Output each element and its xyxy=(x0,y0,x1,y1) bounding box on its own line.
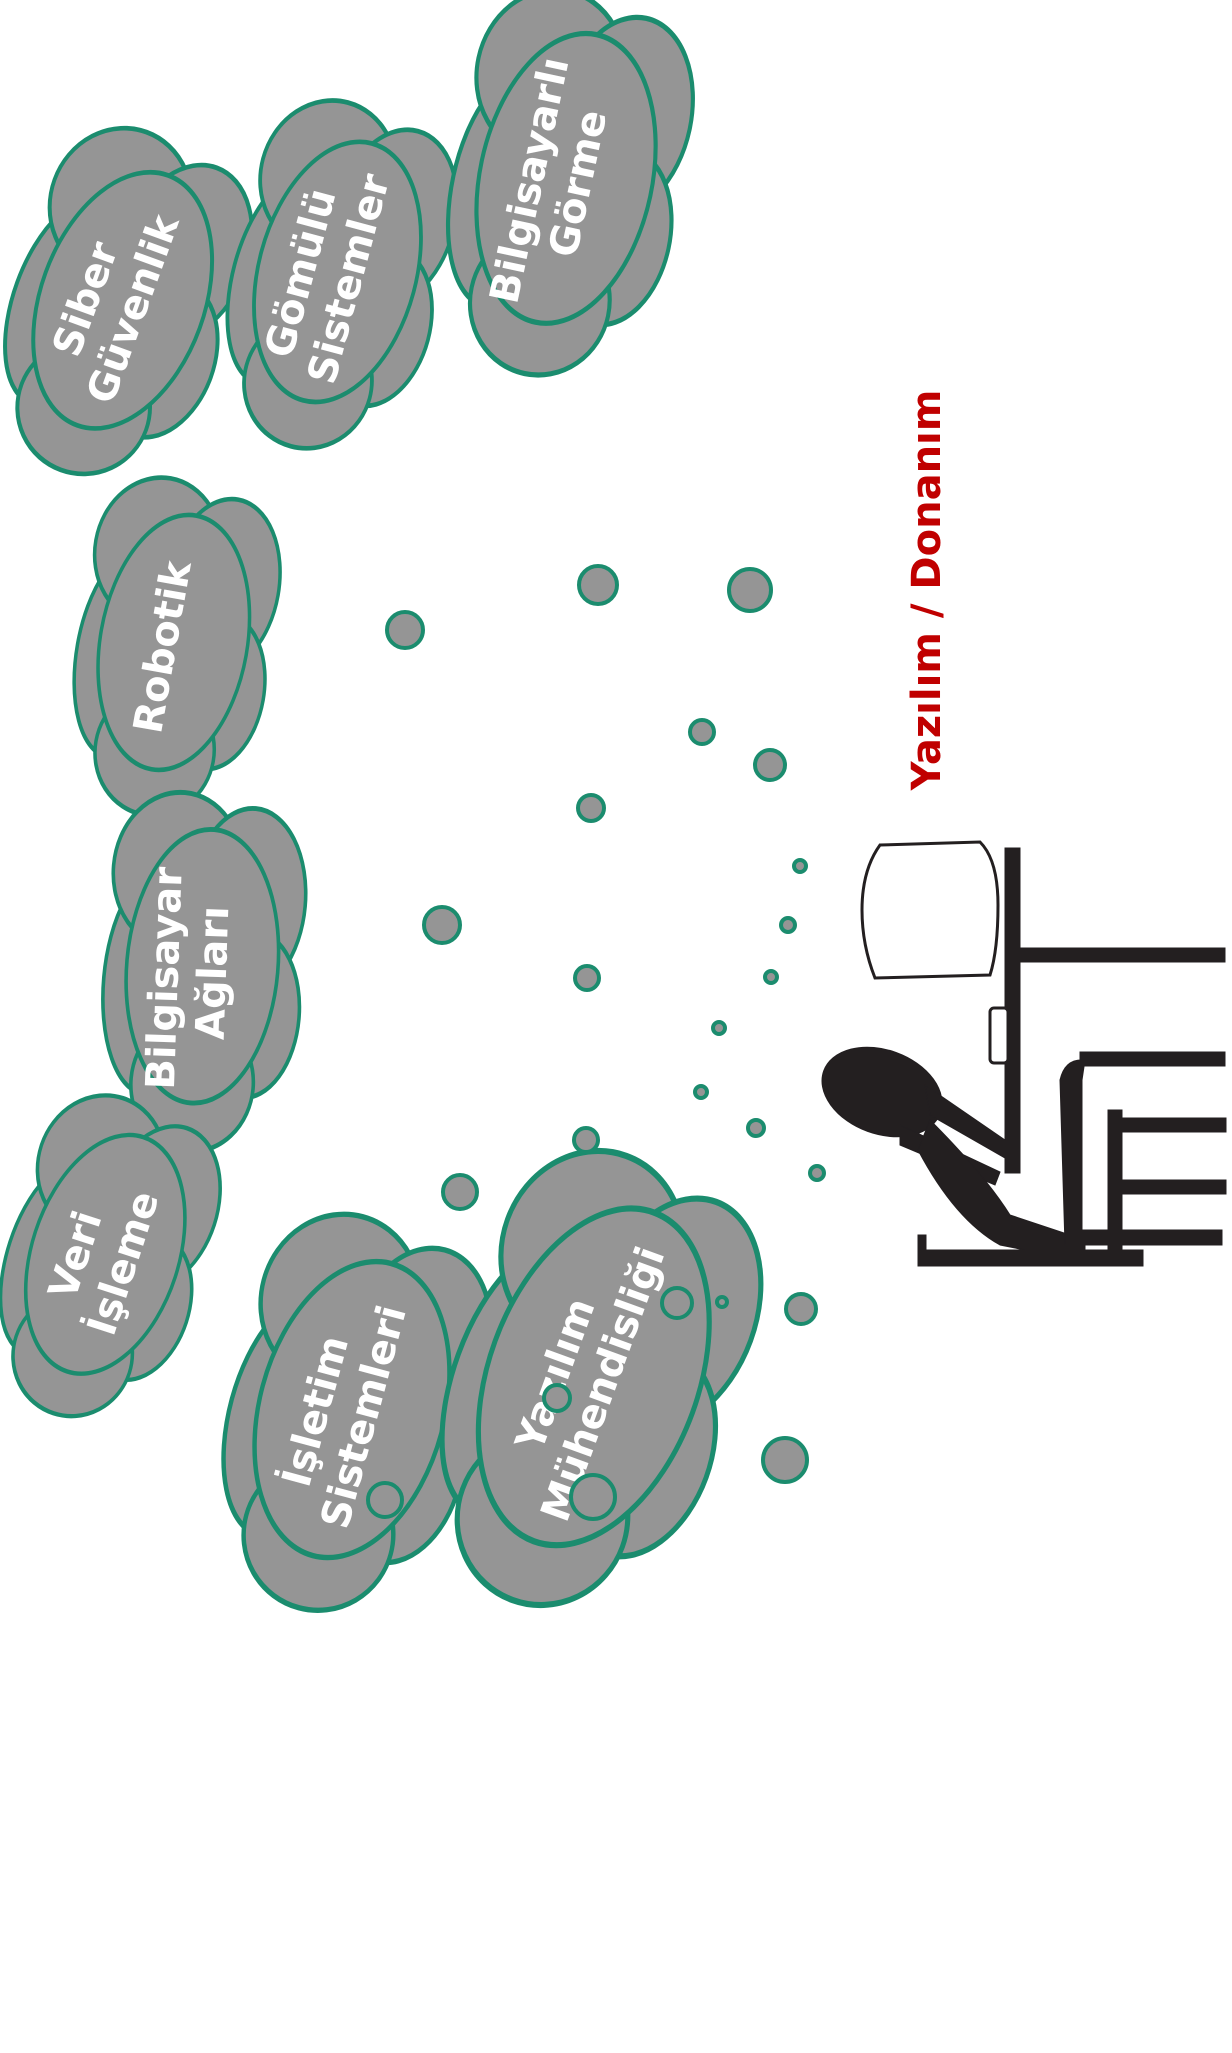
thought-bubble xyxy=(755,750,785,780)
thought-bubble xyxy=(765,971,777,983)
thought-bubble xyxy=(662,1288,692,1318)
thought-bubble xyxy=(729,569,771,611)
thought-bubble xyxy=(574,1128,598,1152)
thought-bubble xyxy=(786,1294,816,1324)
thought-person-at-computer-icon xyxy=(809,842,1226,1266)
cloud-label-line: Bilgisayar xyxy=(138,866,192,1090)
thought-bubble xyxy=(794,860,806,872)
thought-bubble xyxy=(690,720,714,744)
cloud-gomulu-sistemler: Gömülü Sistemler xyxy=(193,85,482,473)
cloud-label-line: Ağları xyxy=(188,905,239,1040)
thought-bubble xyxy=(810,1166,824,1180)
thought-bubble xyxy=(571,1475,615,1519)
thought-bubble xyxy=(579,566,617,604)
thought-bubble xyxy=(578,795,604,821)
thought-bubble xyxy=(443,1175,477,1209)
thought-bubble xyxy=(368,1483,402,1517)
thought-bubble xyxy=(387,612,423,648)
cloud-bilgisayarli-gorme: Bilgisayarlı Görme xyxy=(416,0,716,397)
thought-bubble xyxy=(763,1438,807,1482)
thought-bubble xyxy=(695,1086,707,1098)
thought-bubble xyxy=(424,907,460,943)
thought-bubble xyxy=(713,1022,725,1034)
thought-bubble xyxy=(544,1385,570,1411)
cloud-robotik: Robotik xyxy=(50,467,298,831)
diagram-title: Yazılım / Donanım xyxy=(904,390,950,792)
thought-bubble xyxy=(575,966,599,990)
thought-bubble xyxy=(717,1297,727,1307)
thought-bubble xyxy=(748,1120,764,1136)
thought-bubble xyxy=(781,918,795,932)
